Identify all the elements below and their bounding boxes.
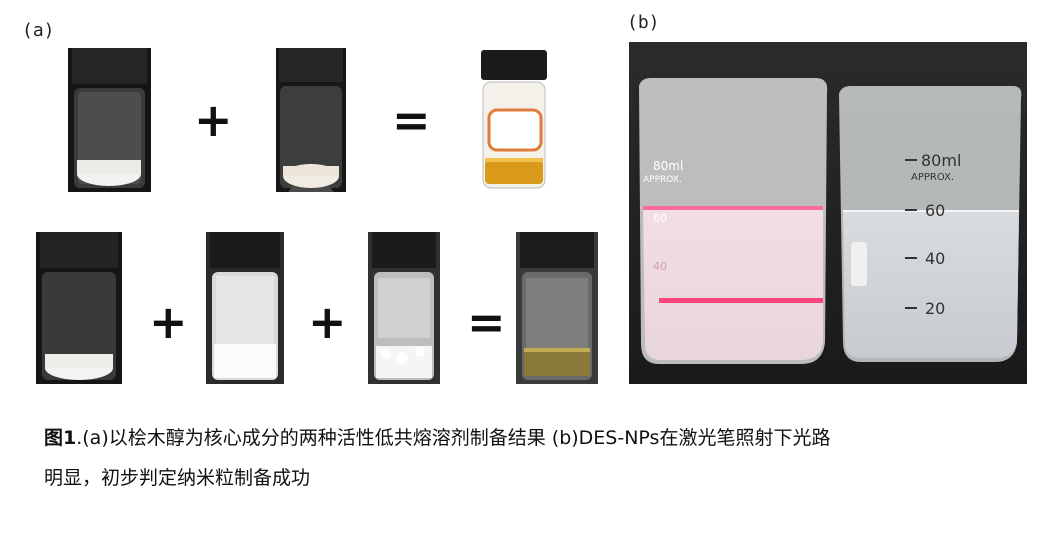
left-beaker-tick-40: 40 [653, 260, 667, 273]
right-beaker-tick-20: 20 [925, 299, 945, 318]
plus-operator: + [149, 295, 188, 349]
left-beaker-tick-60: 60 [653, 212, 667, 225]
caption-text-1: .(a)以桧木醇为核心成分的两种活性低共熔溶剂制备结果 (b)DES-NPs在激… [76, 427, 831, 449]
left-beaker-volume: 80ml [653, 159, 683, 173]
figure-caption: 图1.(a)以桧木醇为核心成分的两种活性低共熔溶剂制备结果 (b)DES-NPs… [44, 418, 1034, 498]
plus-operator: + [194, 93, 233, 147]
right-beaker-volume: 80ml [921, 151, 961, 170]
vial-photo-2 [276, 48, 346, 192]
caption-line-2: 明显，初步判定纳米粒制备成功 [44, 467, 311, 489]
right-beaker-tick-40: 40 [925, 249, 945, 268]
caption-line-1: 图1.(a)以桧木醇为核心成分的两种活性低共熔溶剂制备结果 (b)DES-NPs… [44, 418, 1034, 458]
left-beaker-approx: APPROX. [643, 175, 682, 185]
equals-operator: = [467, 295, 506, 349]
vial-photo-3 [473, 48, 555, 192]
panel-label-a: (a) [22, 20, 55, 41]
vial-photo-5 [206, 232, 284, 384]
beakers-laser-photo: 80ml APPROX. 60 40 80ml APPROX. 60 40 20 [629, 42, 1027, 384]
vial-photo-6 [368, 232, 440, 384]
vial-photo-7 [516, 232, 598, 384]
right-beaker-tick-60: 60 [925, 201, 945, 220]
right-beaker-approx: APPROX. [911, 172, 954, 183]
figure-number: 图1 [44, 427, 77, 449]
panel-label-b: (b) [627, 12, 660, 33]
vial-photo-4 [36, 232, 122, 384]
equals-operator: = [392, 93, 431, 147]
vial-photo-1 [68, 48, 151, 192]
plus-operator: + [308, 295, 347, 349]
